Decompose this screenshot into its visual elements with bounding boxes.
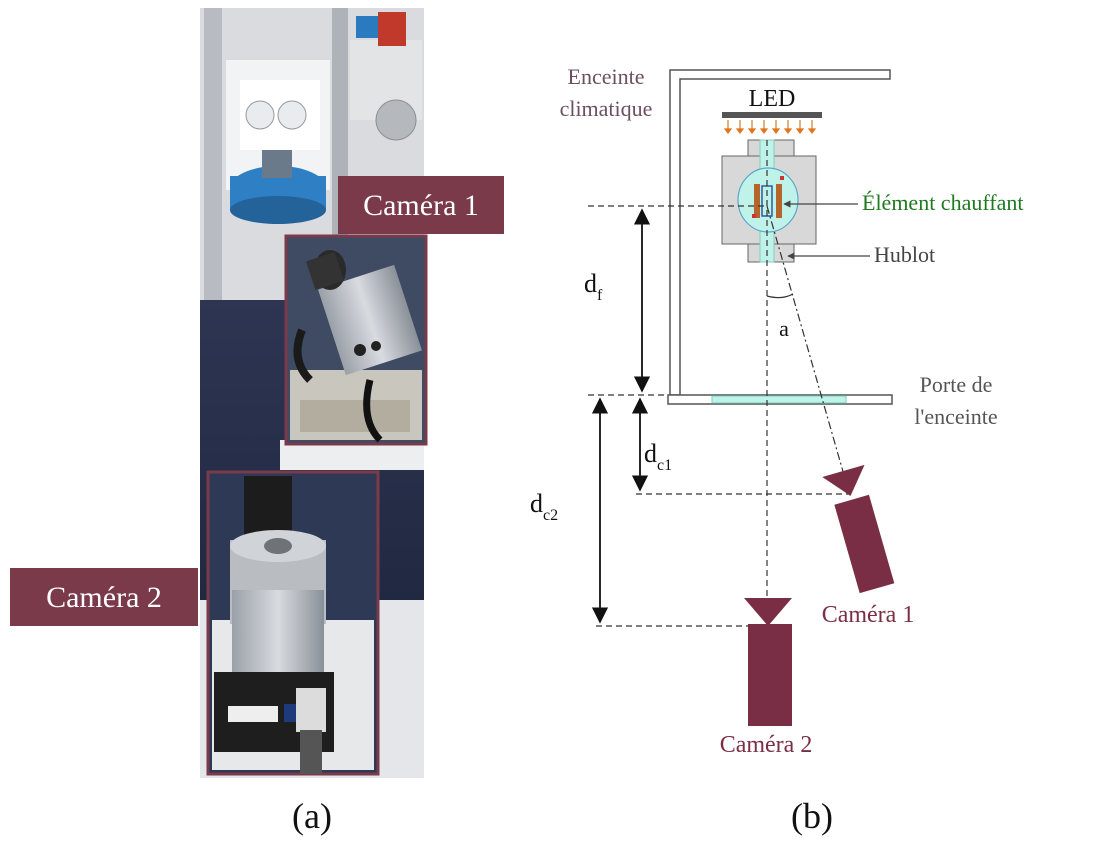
enclosure-label-line1: Enceinte: [568, 64, 645, 89]
dc2-letter: d: [530, 489, 543, 518]
camera2-inset-photo: [206, 470, 380, 776]
camera2-label-a: Caméra 2: [46, 581, 162, 614]
df-label: df: [584, 269, 603, 304]
enclosure-label-line2: climatique: [560, 96, 653, 121]
led-label: LED: [749, 86, 796, 112]
df-letter: d: [584, 269, 597, 298]
panel-a-caption: (a): [292, 796, 332, 836]
led-rays: [723, 120, 817, 134]
camera2-label-box: Caméra 2: [10, 568, 198, 626]
panel-b-diagram: Enceinte climatique LED: [530, 64, 1023, 758]
camera1-inset-photo: [284, 234, 428, 446]
camera1-symbol: [822, 464, 895, 594]
camera1-label-a: Caméra 1: [363, 189, 479, 222]
door-label-line2: l'enceinte: [914, 404, 997, 429]
panel-b-caption: (b): [791, 796, 833, 836]
door-label-line1: Porte de: [920, 372, 993, 397]
df-subscript: f: [597, 287, 603, 304]
dc1-subscript: c1: [657, 457, 672, 474]
window-label: Hublot: [874, 242, 935, 267]
dc2-subscript: c2: [543, 507, 558, 524]
camera1-axis: [766, 205, 851, 497]
camera1-label-b: Caméra 1: [822, 602, 915, 628]
dc2-label: dc2: [530, 489, 558, 524]
angle-label: a: [779, 316, 789, 341]
camera2-symbol: [744, 598, 792, 726]
door-window: [711, 395, 847, 404]
angle-arc: [766, 293, 794, 299]
test-cell: [721, 139, 817, 263]
led-bar: [722, 112, 822, 118]
camera2-label-b: Caméra 2: [720, 732, 813, 758]
dc1-letter: d: [644, 439, 657, 468]
camera1-label-box: Caméra 1: [338, 176, 504, 234]
dc1-label: dc1: [644, 439, 672, 474]
heating-element-label: Élément chauffant: [862, 190, 1023, 215]
